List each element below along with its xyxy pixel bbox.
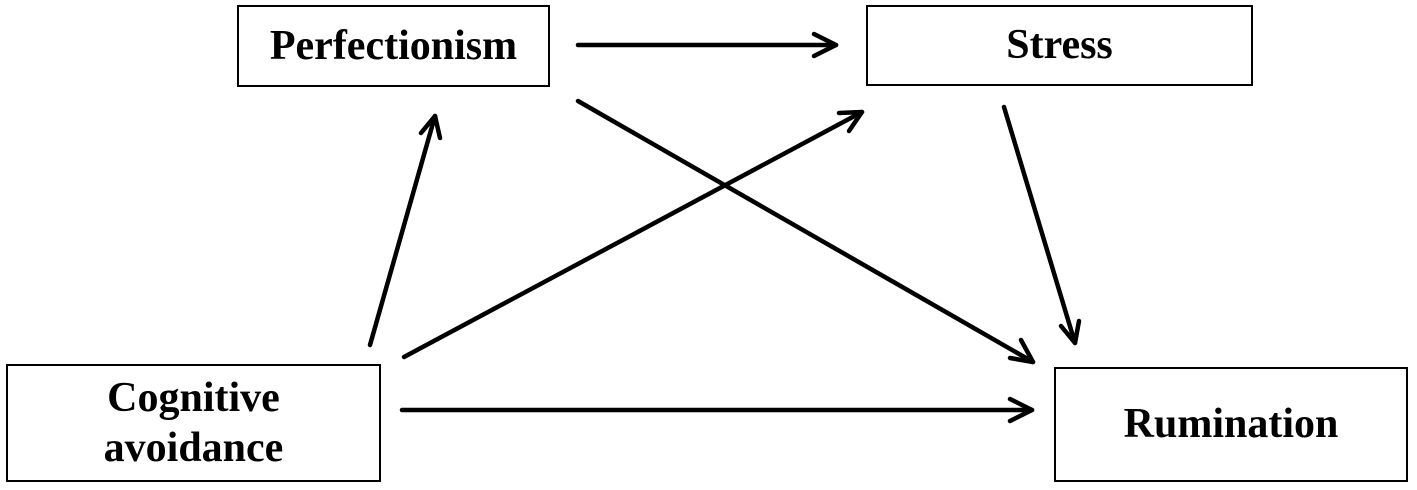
node-rumination-label: Rumination: [1123, 401, 1339, 448]
node-perfectionism-label: Perfectionism: [269, 22, 518, 69]
arrow-perfectionism-to-rumination: [575, 98, 1036, 365]
node-cognitive-avoidance: Cognitive avoidance: [6, 364, 381, 482]
node-stress: Stress: [866, 5, 1253, 86]
arrow-cognitive-avoidance-to-stress: [401, 109, 865, 360]
node-perfectionism: Perfectionism: [237, 5, 550, 87]
arrow-cognitive-avoidance-to-perfectionism: [367, 113, 443, 348]
arrow-stress-to-rumination: [1001, 104, 1082, 346]
arrow-cognitive-avoidance-to-rumination: [399, 396, 1035, 424]
node-cognitive-avoidance-label-line2: avoidance: [103, 425, 284, 471]
node-cognitive-avoidance-label-line1: Cognitive: [107, 374, 280, 421]
node-stress-label: Stress: [1006, 22, 1113, 69]
node-rumination: Rumination: [1054, 367, 1408, 482]
arrow-perfectionism-to-stress: [575, 31, 839, 59]
